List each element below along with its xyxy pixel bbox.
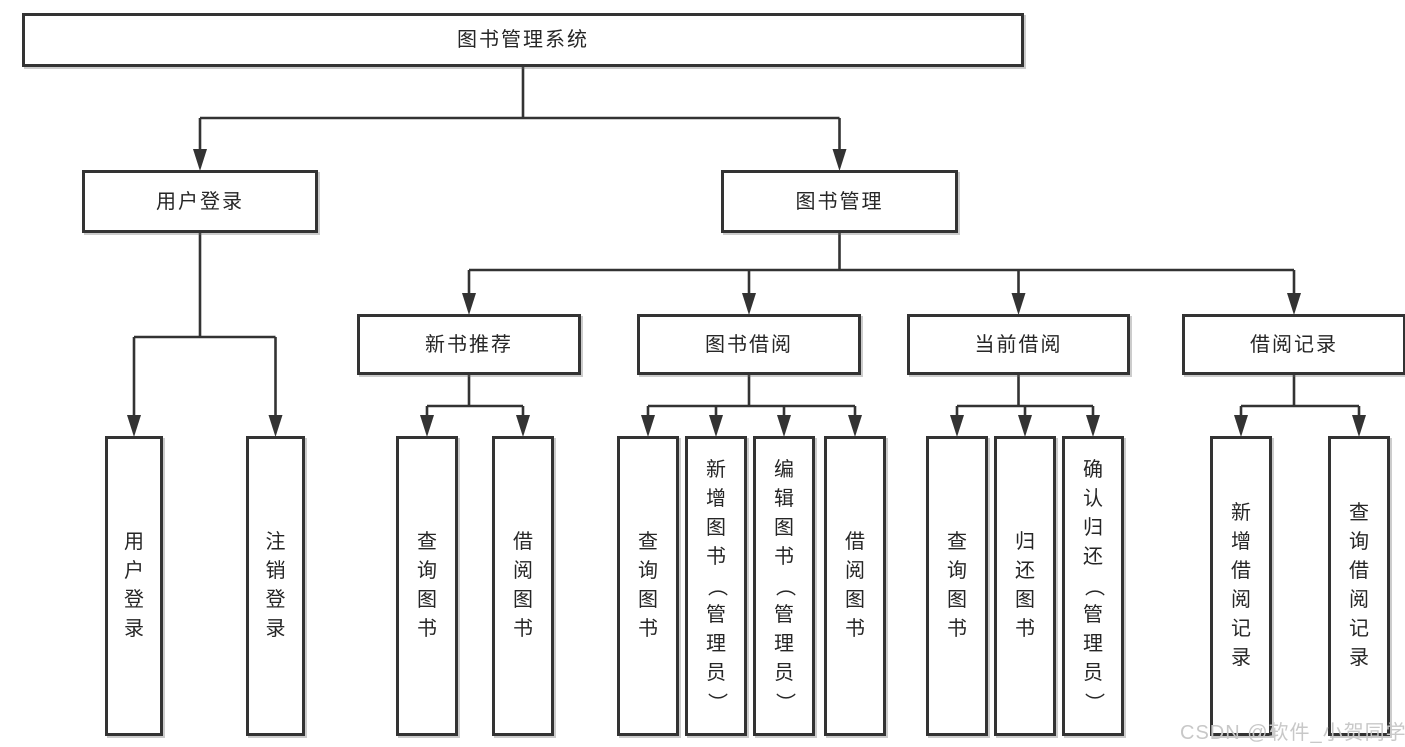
arrowhead-icon xyxy=(516,415,530,437)
arrowhead-icon xyxy=(420,415,434,437)
node-label-new-books: 新书推荐 xyxy=(425,333,513,356)
node-label-leaf-logout: 注销登录 xyxy=(265,531,286,640)
node-borrow-records: 借阅记录 xyxy=(1182,314,1405,375)
node-label-book-mgmt: 图书管理 xyxy=(795,190,884,213)
node-label-current-borrow: 当前借阅 xyxy=(974,333,1063,356)
arrowhead-icon xyxy=(1352,415,1366,437)
node-user-login: 用户登录 xyxy=(82,170,318,233)
node-label-cb-confirm: 确认归还（管理员） xyxy=(1082,458,1105,713)
arrowhead-icon xyxy=(462,293,476,315)
arrowhead-icon xyxy=(1011,293,1026,315)
node-bb-edit: 编辑图书（管理员） xyxy=(753,436,815,736)
node-cb-return: 归还图书 xyxy=(994,436,1056,736)
node-bb-query: 查询图书 xyxy=(617,436,679,736)
node-nb-query: 查询图书 xyxy=(396,436,458,736)
node-bb-add: 新增图书（管理员） xyxy=(685,436,747,736)
node-label-borrow-records: 借阅记录 xyxy=(1250,333,1338,356)
arrowhead-icon xyxy=(848,415,862,437)
arrowhead-icon xyxy=(127,415,141,437)
node-label-bb-add: 新增图书（管理员） xyxy=(705,458,728,713)
arrowhead-icon xyxy=(1018,415,1032,437)
node-br-add: 新增借阅记录 xyxy=(1210,436,1272,736)
node-label-user-login: 用户登录 xyxy=(156,190,244,213)
arrowhead-icon xyxy=(1234,415,1248,437)
node-cb-query: 查询图书 xyxy=(926,436,988,736)
arrowhead-icon xyxy=(950,415,964,437)
node-root: 图书管理系统 xyxy=(22,13,1024,67)
node-label-book-borrow: 图书借阅 xyxy=(705,333,793,356)
node-new-books: 新书推荐 xyxy=(357,314,581,375)
arrowhead-icon xyxy=(742,293,756,315)
node-current-borrow: 当前借阅 xyxy=(907,314,1130,375)
node-label-br-query: 查询借阅记录 xyxy=(1349,502,1369,669)
node-cb-confirm: 确认归还（管理员） xyxy=(1062,436,1124,736)
node-label-br-add: 新增借阅记录 xyxy=(1231,502,1251,669)
node-label-nb-query: 查询图书 xyxy=(417,531,437,640)
node-label-nb-borrow: 借阅图书 xyxy=(513,531,533,640)
arrowhead-icon xyxy=(268,415,283,437)
node-label-root: 图书管理系统 xyxy=(457,29,589,51)
csdn-watermark: CSDN @软件_小贺同学 xyxy=(1180,722,1405,744)
node-leaf-logout: 注销登录 xyxy=(246,436,305,736)
arrowhead-icon xyxy=(641,415,655,437)
node-label-bb-edit: 编辑图书（管理员） xyxy=(773,458,796,713)
arrowhead-icon xyxy=(1086,415,1100,437)
node-nb-borrow: 借阅图书 xyxy=(492,436,554,736)
node-br-query: 查询借阅记录 xyxy=(1328,436,1390,736)
node-label-leaf-user-login: 用户登录 xyxy=(124,531,144,640)
arrowhead-icon xyxy=(1287,293,1301,315)
node-leaf-user-login: 用户登录 xyxy=(105,436,163,736)
node-book-mgmt: 图书管理 xyxy=(721,170,958,233)
arrowhead-icon xyxy=(777,415,791,437)
arrowhead-icon xyxy=(832,149,847,171)
node-book-borrow: 图书借阅 xyxy=(637,314,861,375)
node-bb-borrow: 借阅图书 xyxy=(824,436,886,736)
node-label-bb-query: 查询图书 xyxy=(638,531,658,640)
arrowhead-icon xyxy=(709,415,723,437)
node-label-cb-return: 归还图书 xyxy=(1015,531,1035,640)
node-label-cb-query: 查询图书 xyxy=(947,531,967,640)
arrowhead-icon xyxy=(193,149,207,171)
node-label-bb-borrow: 借阅图书 xyxy=(845,531,865,640)
